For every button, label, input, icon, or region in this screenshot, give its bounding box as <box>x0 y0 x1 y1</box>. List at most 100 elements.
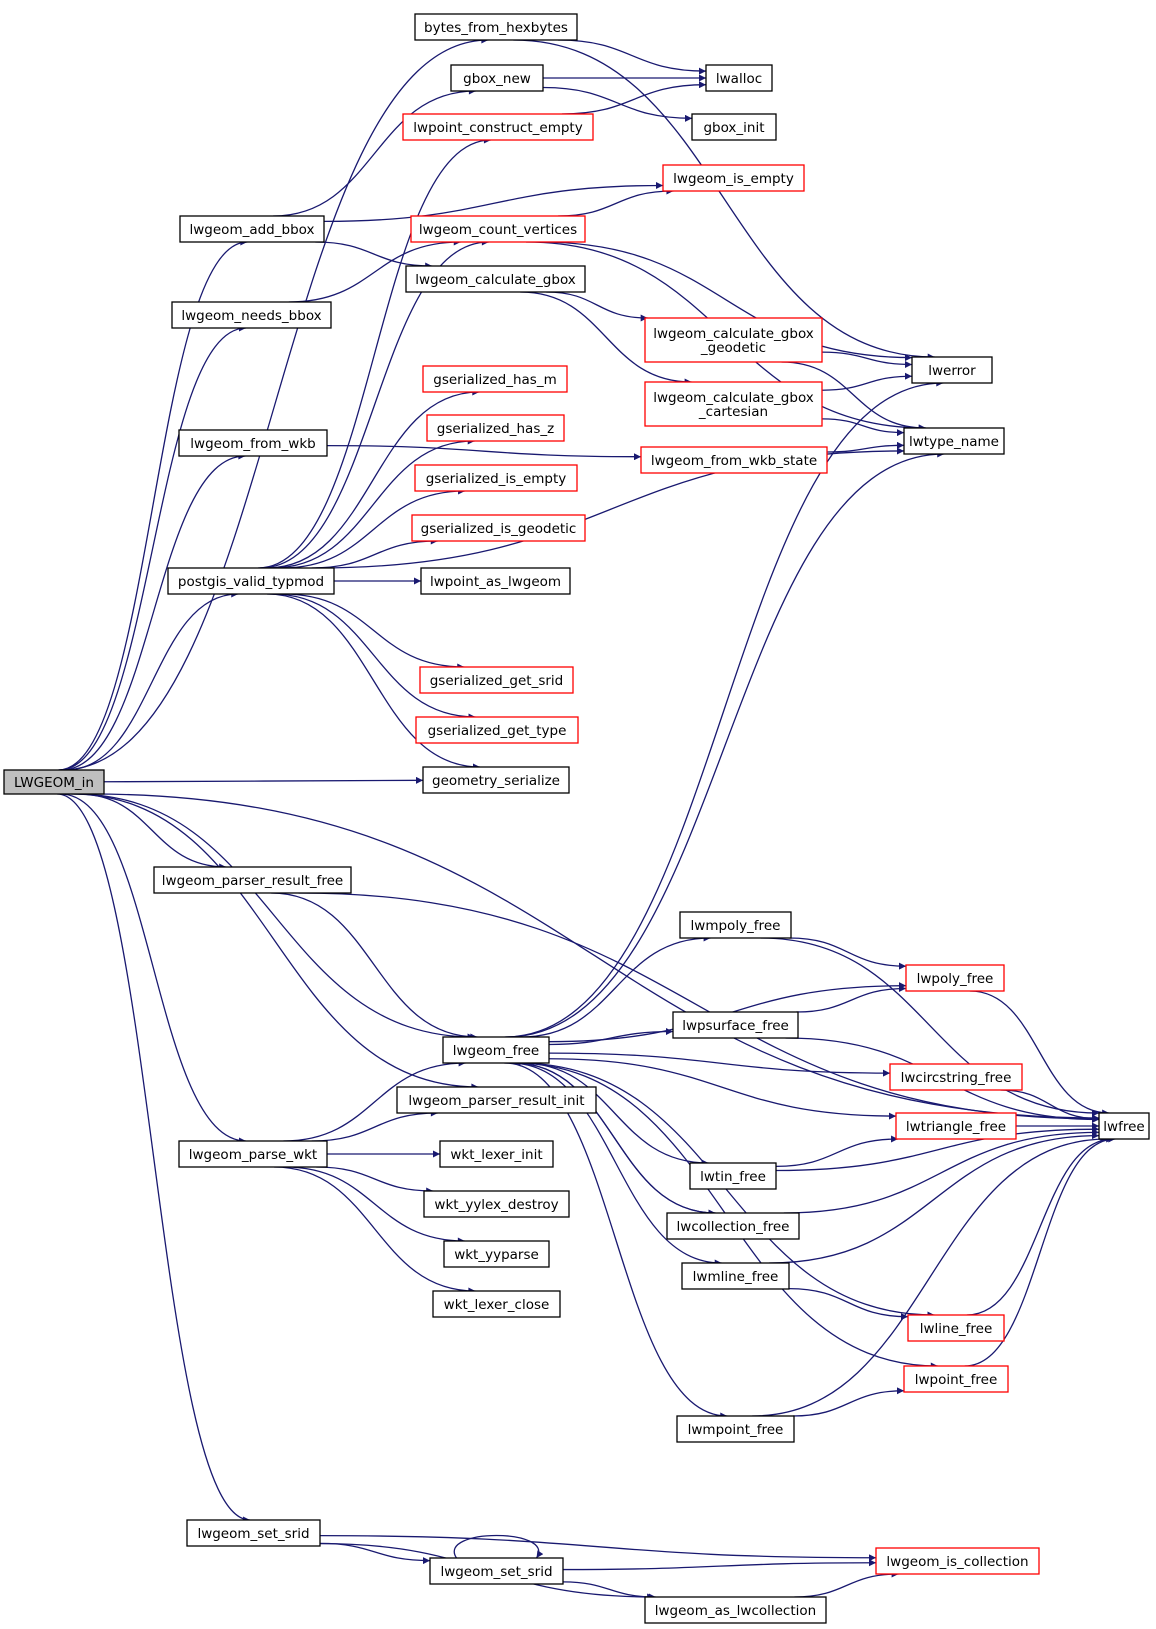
node-lwpoint_construct_empty[interactable]: lwpoint_construct_empty <box>402 113 594 141</box>
node-wkt_yylex_destroy[interactable]: wkt_yylex_destroy <box>423 1190 570 1218</box>
node-label-lwgeom_calculate_gbox: lwgeom_calculate_gbox <box>415 272 576 288</box>
node-label-postgis_valid_typmod: postgis_valid_typmod <box>178 574 324 590</box>
edge-lwgeom_needs_bbox-to-lwgeom_count_vertices <box>288 238 461 303</box>
edge-lwgeom_set_srid_inner-to-lwgeom_as_lwcollection <box>562 1581 656 1601</box>
node-lwpoint_free[interactable]: lwpoint_free <box>903 1365 1009 1393</box>
node-wkt_lexer_close[interactable]: wkt_lexer_close <box>432 1290 561 1318</box>
node-lwtriangle_free[interactable]: lwtriangle_free <box>895 1112 1017 1140</box>
node-wkt_lexer_init[interactable]: wkt_lexer_init <box>439 1140 554 1168</box>
node-label-lwtriangle_free: lwtriangle_free <box>906 1119 1006 1135</box>
node-box-lwmpoint_free <box>676 1415 795 1443</box>
node-box-gbox_init <box>691 113 777 141</box>
node-box-lwpsurface_free <box>672 1011 799 1039</box>
node-lwfree[interactable]: lwfree <box>1098 1112 1150 1140</box>
node-lwgeom_calculate_gbox_cartesian[interactable]: lwgeom_calculate_gbox_cartesian <box>644 381 823 427</box>
node-lwgeom_from_wkb[interactable]: lwgeom_from_wkb <box>178 429 328 457</box>
node-lwgeom_add_bbox[interactable]: lwgeom_add_bbox <box>179 215 325 243</box>
edge-postgis_valid_typmod-to-gserialized_get_type <box>272 593 476 721</box>
edge-lwmline_free-to-lwfree <box>769 1132 1100 1264</box>
edge-lwpoint_free-to-lwfree <box>964 1135 1116 1367</box>
node-box-lwfree <box>1098 1112 1150 1140</box>
node-label-lwgeom_parser_result_free: lwgeom_parser_result_free <box>162 873 343 889</box>
node-lwgeom_needs_bbox[interactable]: lwgeom_needs_bbox <box>171 301 332 329</box>
node-lwmpoly_free[interactable]: lwmpoly_free <box>679 911 792 939</box>
node-bytes_from_hexbytes[interactable]: bytes_from_hexbytes <box>414 13 578 41</box>
node-gserialized_is_empty[interactable]: gserialized_is_empty <box>414 464 578 492</box>
edge-lwgeom_parse_wkt-to-lwgeom_free <box>283 1059 466 1142</box>
node-gserialized_is_geodetic[interactable]: gserialized_is_geodetic <box>411 514 586 542</box>
node-lwalloc[interactable]: lwalloc <box>705 64 773 92</box>
node-gserialized_get_type[interactable]: gserialized_get_type <box>415 716 579 744</box>
node-box-lwline_free <box>907 1314 1005 1342</box>
node-label-wkt_lexer_close: wkt_lexer_close <box>444 1297 550 1313</box>
node-box-gserialized_is_empty <box>414 464 578 492</box>
edge-postgis_valid_typmod-to-gserialized_has_z <box>271 437 475 569</box>
node-gserialized_has_z[interactable]: gserialized_has_z <box>426 414 565 442</box>
node-box-gserialized_is_geodetic <box>411 514 586 542</box>
node-gbox_new[interactable]: gbox_new <box>450 64 544 92</box>
node-box-geometry_serialize <box>422 766 570 794</box>
edge-lwgeom_free-to-lwmline_free <box>509 1062 722 1267</box>
node-lwtype_name[interactable]: lwtype_name <box>903 427 1005 455</box>
node-label-LWGEOM_in: LWGEOM_in <box>14 775 94 791</box>
node-lwpsurface_free[interactable]: lwpsurface_free <box>672 1011 799 1039</box>
node-postgis_valid_typmod[interactable]: postgis_valid_typmod <box>167 567 335 595</box>
node-box-lwgeom_calculate_gbox_cartesian <box>644 381 823 427</box>
node-lwgeom_free[interactable]: lwgeom_free <box>442 1036 550 1064</box>
node-box-wkt_yylex_destroy <box>423 1190 570 1218</box>
node-label-lwgeom_needs_bbox: lwgeom_needs_bbox <box>181 308 321 324</box>
node-lwgeom_parse_wkt[interactable]: lwgeom_parse_wkt <box>178 1140 328 1168</box>
node-label-gserialized_is_geodetic: gserialized_is_geodetic <box>421 521 577 537</box>
node-lwgeom_calculate_gbox[interactable]: lwgeom_calculate_gbox <box>405 265 586 293</box>
node-lwgeom_parser_result_free[interactable]: lwgeom_parser_result_free <box>153 866 352 894</box>
node-box-wkt_lexer_close <box>432 1290 561 1318</box>
edge-LWGEOM_in-to-postgis_valid_typmod <box>65 590 239 771</box>
node-geometry_serialize[interactable]: geometry_serialize <box>422 766 570 794</box>
node-label-gserialized_is_empty: gserialized_is_empty <box>426 471 567 487</box>
node-lwgeom_set_srid[interactable]: lwgeom_set_srid <box>186 1519 321 1547</box>
node-lwgeom_parser_result_init[interactable]: lwgeom_parser_result_init <box>396 1086 597 1114</box>
node-box-gbox_new <box>450 64 544 92</box>
node-lwmpoint_free[interactable]: lwmpoint_free <box>676 1415 795 1443</box>
node-box-postgis_valid_typmod <box>167 567 335 595</box>
node-lwgeom_is_collection[interactable]: lwgeom_is_collection <box>875 1547 1040 1575</box>
node-lwcircstring_free[interactable]: lwcircstring_free <box>889 1063 1023 1091</box>
edge-lwmpoint_free-to-lwfree <box>752 1135 1108 1417</box>
node-gserialized_has_m[interactable]: gserialized_has_m <box>422 365 568 393</box>
node-box-lwpoly_free <box>905 964 1005 992</box>
edge-lwgeom_free-to-lwmpoly_free <box>520 934 711 1038</box>
edge-lwpoly_free-to-lwfree <box>969 990 1110 1117</box>
node-lwgeom_is_empty[interactable]: lwgeom_is_empty <box>662 164 805 192</box>
node-LWGEOM_in[interactable]: LWGEOM_in <box>3 769 105 795</box>
node-label-bytes_from_hexbytes: bytes_from_hexbytes <box>424 20 568 36</box>
node-label-lwmline_free: lwmline_free <box>693 1269 779 1285</box>
node-label-lwpoint_construct_empty: lwpoint_construct_empty <box>413 120 582 136</box>
node-label-lwcollection_free: lwcollection_free <box>677 1219 790 1235</box>
node-label-lwgeom_as_lwcollection: lwgeom_as_lwcollection <box>655 1603 816 1619</box>
node-lwerror[interactable]: lwerror <box>911 356 993 384</box>
node-lwgeom_calculate_gbox_geodetic[interactable]: lwgeom_calculate_gbox_geodetic <box>644 317 823 363</box>
node-lwgeom_count_vertices[interactable]: lwgeom_count_vertices <box>410 215 586 243</box>
node-lwtin_free[interactable]: lwtin_free <box>689 1162 777 1190</box>
node-lwmline_free[interactable]: lwmline_free <box>681 1262 790 1290</box>
node-lwgeom_as_lwcollection[interactable]: lwgeom_as_lwcollection <box>644 1596 827 1624</box>
node-box-lwgeom_from_wkb_state <box>640 446 828 474</box>
node-gserialized_get_srid[interactable]: gserialized_get_srid <box>419 666 574 694</box>
edge-lwcollection_free-to-lwgeom_free <box>513 1059 716 1214</box>
node-gbox_init[interactable]: gbox_init <box>691 113 777 141</box>
node-lwline_free[interactable]: lwline_free <box>907 1314 1005 1342</box>
node-lwgeom_set_srid_inner[interactable]: lwgeom_set_srid <box>429 1557 564 1585</box>
node-box-lwgeom_as_lwcollection <box>644 1596 827 1624</box>
node-label-gserialized_has_m: gserialized_has_m <box>433 372 556 388</box>
node-label-geometry_serialize: geometry_serialize <box>432 773 560 789</box>
node-lwpoint_as_lwgeom[interactable]: lwpoint_as_lwgeom <box>420 567 571 595</box>
node-box-gserialized_get_srid <box>419 666 574 694</box>
node-lwcollection_free[interactable]: lwcollection_free <box>666 1212 800 1240</box>
node-box-gserialized_get_type <box>415 716 579 744</box>
node-lwgeom_from_wkb_state[interactable]: lwgeom_from_wkb_state <box>640 446 828 474</box>
node-box-lwpoint_free <box>903 1365 1009 1393</box>
node-lwpoly_free[interactable]: lwpoly_free <box>905 964 1005 992</box>
node-wkt_yyparse[interactable]: wkt_yyparse <box>443 1240 550 1268</box>
node-box-lwmpoly_free <box>679 911 792 939</box>
node-label-lwgeom_is_collection: lwgeom_is_collection <box>886 1554 1028 1570</box>
